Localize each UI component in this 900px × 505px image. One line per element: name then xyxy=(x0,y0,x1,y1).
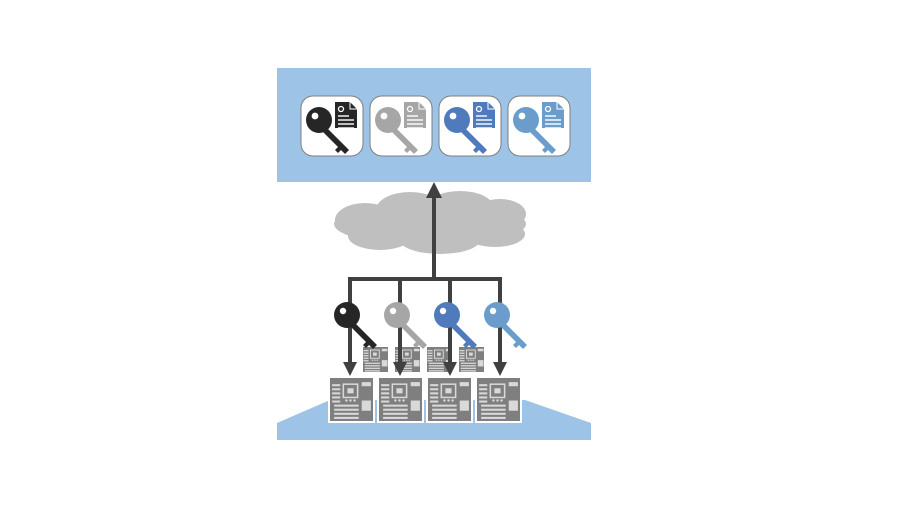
key-icon xyxy=(484,302,527,349)
circuit-boards-back-row xyxy=(361,345,486,374)
certificate-icon xyxy=(335,102,357,129)
circuit-board-icon xyxy=(426,376,473,423)
certificate-icon xyxy=(404,102,426,129)
certificate-icon xyxy=(542,102,564,129)
certificate-card-key-mid-blue xyxy=(438,95,502,157)
certificate-cards xyxy=(300,95,571,157)
circuit-boards-front-row xyxy=(328,376,522,423)
circuit-board-icon xyxy=(361,345,390,374)
key-icon xyxy=(384,302,427,349)
key-icon xyxy=(375,107,418,154)
cloud-icon xyxy=(334,191,526,254)
certificate-card-key-black xyxy=(300,95,364,157)
key-icon xyxy=(334,302,377,349)
arrow-head-up xyxy=(426,182,442,198)
distributed-keys xyxy=(334,302,527,349)
circuit-board-icon xyxy=(475,376,522,423)
certificate-icon xyxy=(473,102,495,129)
circuit-board-icon xyxy=(457,345,486,374)
arrow-head-down xyxy=(393,362,407,376)
arrow-head-down xyxy=(343,362,357,376)
certificate-card-key-light-blue xyxy=(507,95,571,157)
key-icon xyxy=(306,107,349,154)
circuit-board-icon xyxy=(328,376,375,423)
circuit-board-icon xyxy=(377,376,424,423)
arrow-head-down xyxy=(493,362,507,376)
key-icon xyxy=(513,107,556,154)
key-icon xyxy=(434,302,477,349)
certificate-card-key-gray xyxy=(369,95,433,157)
arrow-head-down xyxy=(443,362,457,376)
key-icon xyxy=(444,107,487,154)
